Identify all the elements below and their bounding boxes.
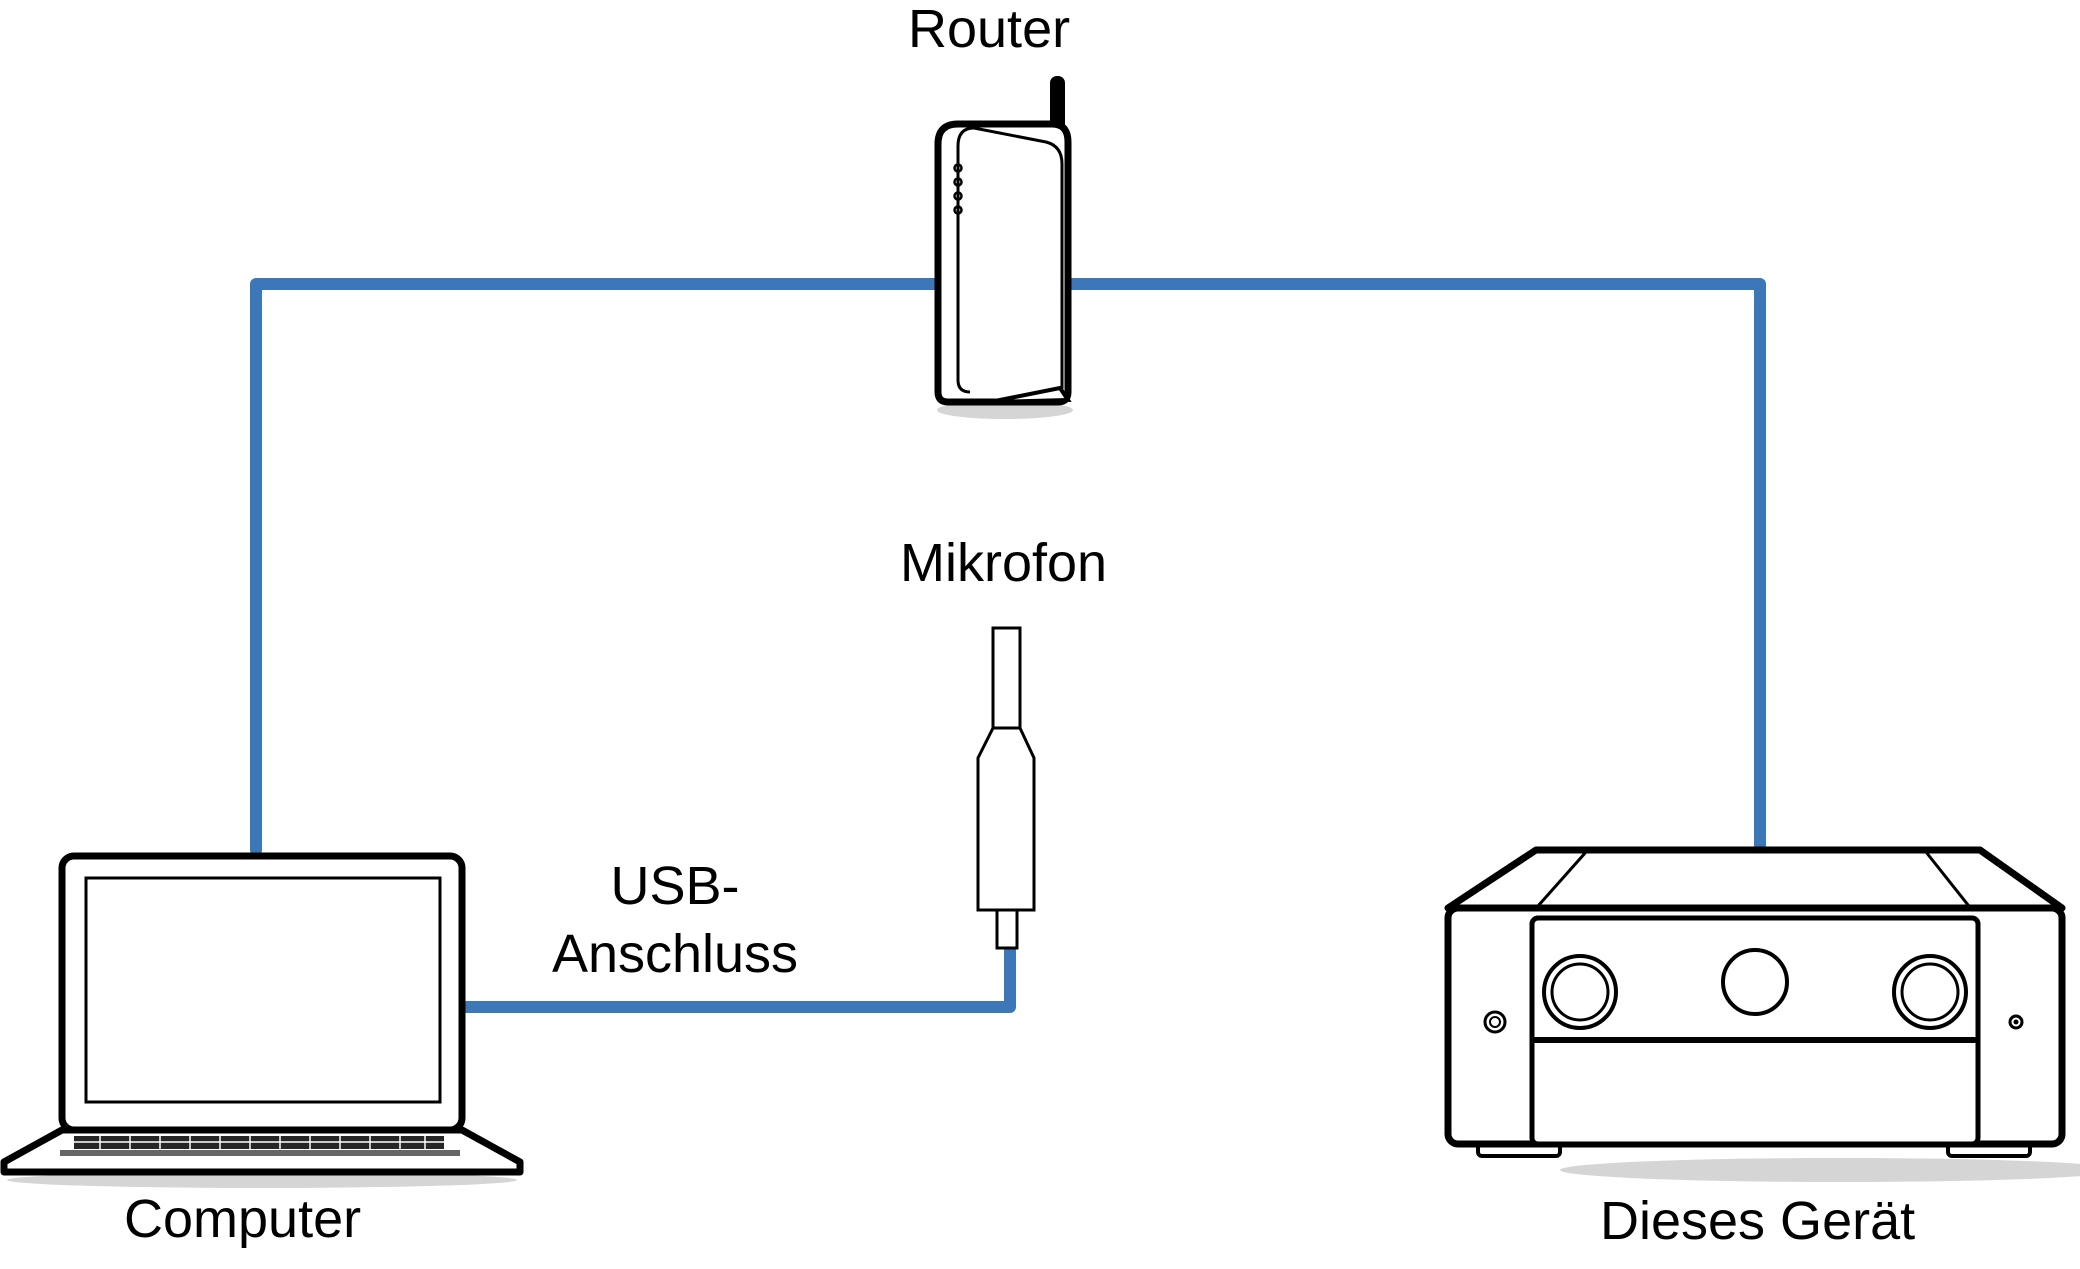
- keyboard-keys: [74, 1136, 444, 1149]
- router-led-icons: [953, 163, 963, 215]
- computer-label: Computer: [124, 1189, 362, 1249]
- computer-icon: [0, 852, 524, 1188]
- usb-connection-label: USB- Anschluss: [540, 852, 810, 988]
- microphone-icon: [976, 626, 1036, 950]
- cable-computer-router: [250, 278, 946, 856]
- cables: [250, 278, 1766, 1013]
- microphone-label: Mikrofon: [900, 533, 1108, 593]
- device-icon: [1444, 846, 2080, 1182]
- cable-usb-computer-mic: [456, 942, 1016, 1013]
- device-label: Dieses Gerät: [1600, 1191, 1916, 1251]
- cable-router-device: [1064, 278, 1766, 856]
- router-label: Router: [908, 0, 1071, 59]
- router-icon: [934, 76, 1073, 419]
- usb-label-line1: USB-: [610, 856, 740, 916]
- device-knob-icons: [1542, 948, 1968, 1030]
- usb-label-line2: Anschluss: [551, 924, 799, 984]
